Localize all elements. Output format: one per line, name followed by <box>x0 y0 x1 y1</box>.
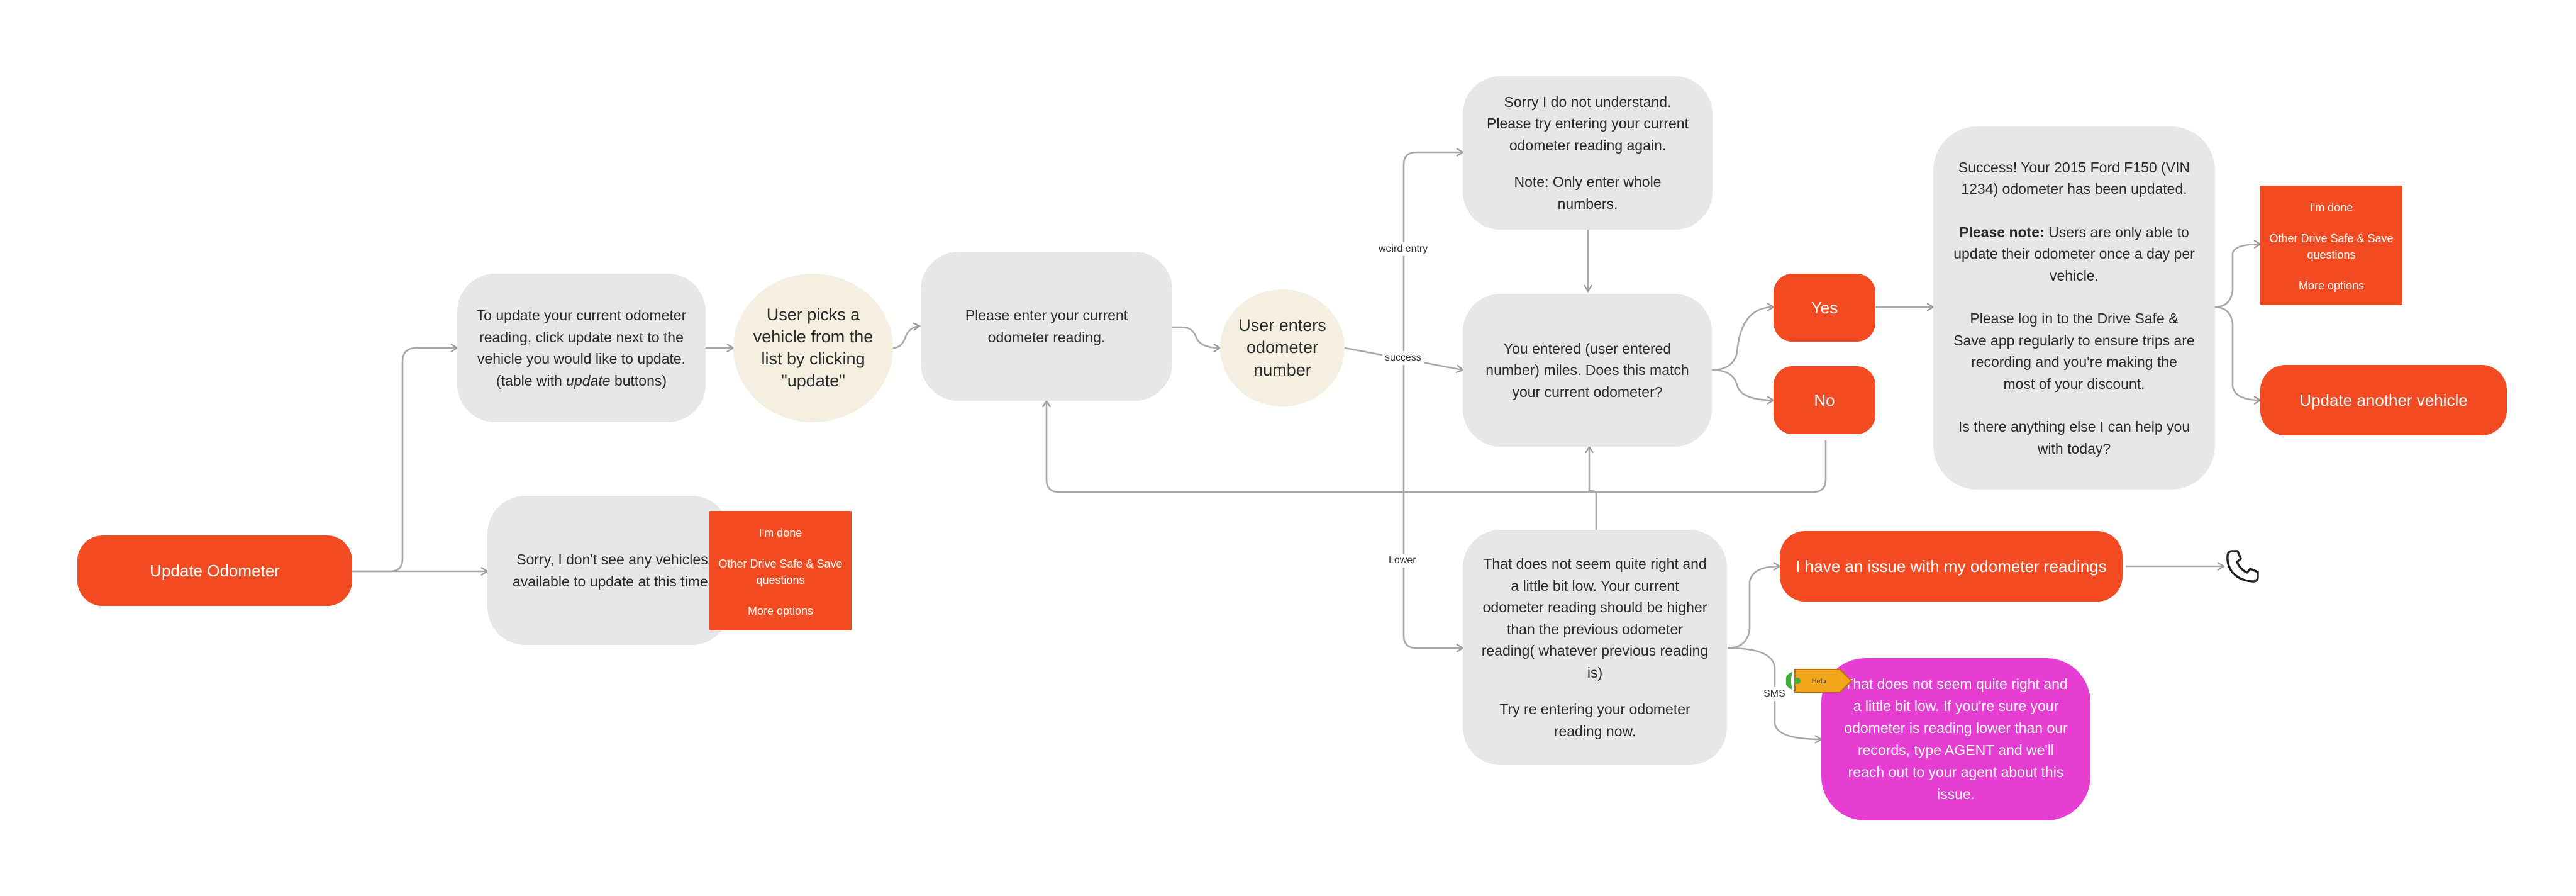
edge-lowmsg-to-issue <box>1727 562 1782 649</box>
no-vehicles-bubble: Sorry, I don't see any vehicles availabl… <box>487 496 730 645</box>
no-button[interactable]: No <box>1774 366 1875 434</box>
edge-confirm-to-yes <box>1711 303 1775 371</box>
help-tag: Help <box>1781 667 1855 695</box>
edge-pick-to-enter <box>892 322 921 349</box>
success-note-text: Users are only able to update their odom… <box>1953 223 2195 284</box>
odometer-issue-label: I have an issue with my odometer reading… <box>1796 556 2107 576</box>
misunderstand-note: Note: Only enter whole numbers. <box>1514 174 1662 212</box>
confirm-reading-bubble: You entered (user entered number) miles.… <box>1463 294 1712 447</box>
update-another-vehicle-label: Update another vehicle <box>2299 390 2468 410</box>
menu2-more-options[interactable]: More options <box>2298 279 2365 292</box>
edge-weird-entry <box>1402 148 1465 348</box>
edge-label-sms: SMS <box>1761 687 1788 701</box>
edge-no-loop-back <box>1042 399 1827 493</box>
options-menu-card: I'm done Other Drive Safe & Save questio… <box>709 511 852 630</box>
yes-label: Yes <box>1811 298 1838 317</box>
edge-success-to-another <box>2214 306 2262 405</box>
reading-retry-text: Try re entering your odometer reading no… <box>1499 701 1690 739</box>
edge-enter-to-user <box>1172 326 1222 352</box>
no-vehicles-text: Sorry, I don't see any vehicles availabl… <box>512 551 713 590</box>
odometer-issue-button[interactable]: I have an issue with my odometer reading… <box>1780 531 2123 602</box>
edge-lowmsg-to-confirm <box>1585 445 1597 530</box>
success-note-bold: Please note: <box>1959 223 2045 240</box>
success-help-text: Is there anything else I can help you wi… <box>1958 418 2190 457</box>
success-login-text: Please log in to the Drive Safe & Save a… <box>1953 310 2195 392</box>
edge-start-to-instructions <box>352 344 459 573</box>
menu-other-questions-option[interactable]: Other Drive Safe & Save questions <box>718 557 843 586</box>
misunderstand-text: Sorry I do not understand. Please try en… <box>1487 93 1689 154</box>
edge-label-weird-entry: weird entry <box>1376 242 1431 256</box>
enter-reading-bubble: Please enter your current odometer readi… <box>921 252 1172 401</box>
menu-more-options[interactable]: More options <box>747 604 814 617</box>
sms-message-text: That does not seem quite right and a lit… <box>1844 676 2068 802</box>
success-options-menu-card: I'm done Other Drive Safe & Save questio… <box>2260 186 2402 305</box>
edge-confirm-to-no <box>1711 369 1775 405</box>
instructions-italic: update <box>566 372 611 389</box>
no-label: No <box>1814 390 1835 410</box>
instructions-text-2: buttons) <box>610 372 667 389</box>
reading-too-low-text: That does not seem quite right and a lit… <box>1481 556 1709 681</box>
confirm-reading-text: You entered (user entered number) miles.… <box>1485 340 1689 400</box>
success-bubble: Success! Your 2015 Ford F150 (VIN 1234) … <box>1933 126 2215 490</box>
edge-success-to-menu <box>2214 240 2262 308</box>
user-enters-node: User enters odometer number <box>1220 289 1345 406</box>
success-text: Success! Your 2015 Ford F150 (VIN 1234) … <box>1958 159 2190 198</box>
menu2-other-questions-option[interactable]: Other Drive Safe & Save questions <box>2269 232 2394 261</box>
user-enters-text: User enters odometer number <box>1238 316 1326 379</box>
instructions-bubble: To update your current odometer reading,… <box>457 274 706 422</box>
update-odometer-button[interactable]: Update Odometer <box>77 535 352 606</box>
edge-label-lower: Lower <box>1386 554 1419 568</box>
user-picks-vehicle-node: User picks a vehicle from the list by cl… <box>733 274 893 422</box>
enter-reading-text: Please enter your current odometer readi… <box>965 307 1128 345</box>
update-odometer-label: Update Odometer <box>150 561 280 580</box>
instructions-text-1: To update your current odometer reading,… <box>476 307 687 389</box>
misunderstand-bubble: Sorry I do not understand. Please try en… <box>1463 76 1713 230</box>
phone-icon <box>2224 547 2262 585</box>
user-picks-vehicle-text: User picks a vehicle from the list by cl… <box>753 305 874 391</box>
help-tag-label: Help <box>1812 678 1826 685</box>
menu2-done-option[interactable]: I'm done <box>2309 201 2353 214</box>
yes-button[interactable]: Yes <box>1774 274 1875 342</box>
edge-lower <box>1402 348 1465 652</box>
sms-message-bubble: That does not seem quite right and a lit… <box>1821 658 2090 820</box>
edge-label-success: success <box>1382 351 1424 365</box>
menu-done-option[interactable]: I'm done <box>758 527 802 539</box>
update-another-vehicle-button[interactable]: Update another vehicle <box>2260 365 2507 435</box>
reading-too-low-bubble: That does not seem quite right and a lit… <box>1463 530 1727 765</box>
